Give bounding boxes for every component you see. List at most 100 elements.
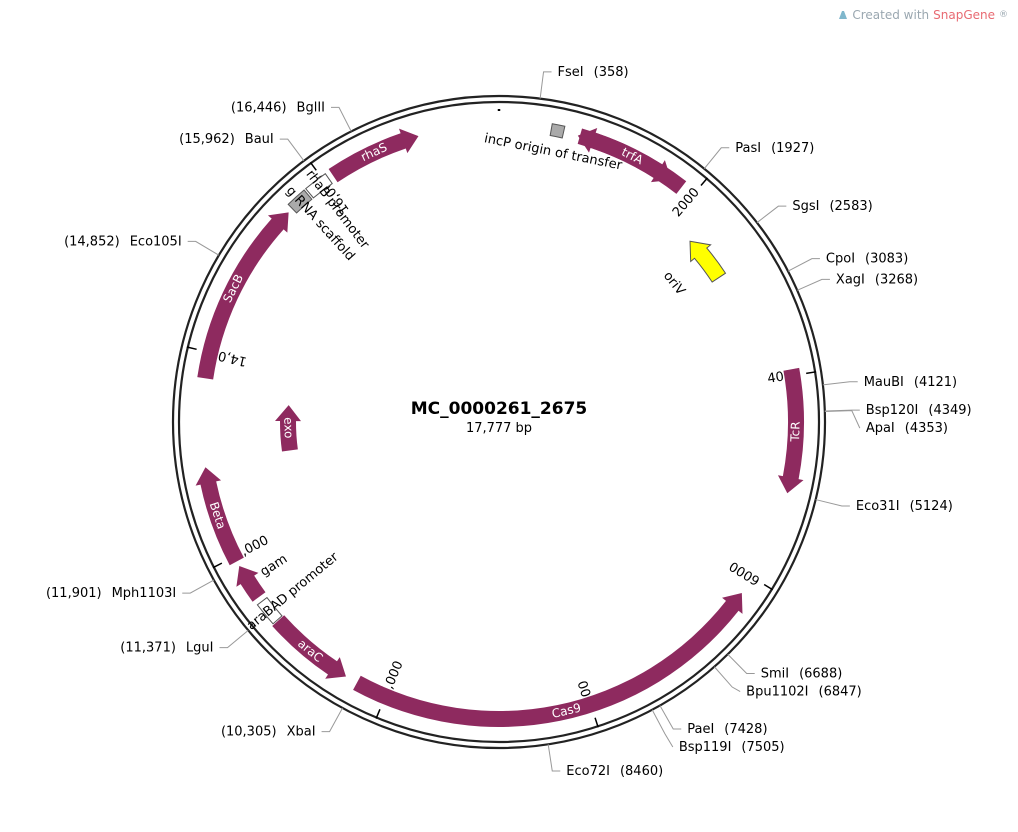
feature-arabad-promoter[interactable]: [256, 596, 283, 625]
site-cpoi[interactable]: CpoI (3083): [826, 252, 908, 267]
plasmid-length: 17,777 bp: [466, 421, 532, 436]
site-leader-line: [727, 653, 755, 675]
tick-mark: [309, 161, 317, 171]
feature-exo[interactable]: [275, 405, 302, 452]
site-leader-line: [815, 499, 850, 507]
site-position: (16,446): [231, 100, 287, 115]
tick-mark: [186, 346, 197, 351]
feature-g-rna-scaffold[interactable]: [287, 189, 313, 214]
site-paei[interactable]: PaeI(7428): [687, 722, 767, 737]
site-position: (15,962): [179, 132, 235, 147]
site-bpu1102i[interactable]: Bpu1102I (6847): [746, 685, 862, 700]
feature-arac[interactable]: [272, 615, 346, 679]
tick-mark: [594, 717, 599, 728]
site-name: MauBI: [864, 375, 904, 390]
site-position: (11,901): [46, 586, 102, 601]
site-position: (11,371): [120, 641, 176, 656]
site-maubi[interactable]: MauBI (4121): [864, 375, 957, 390]
site-eco72i[interactable]: Eco72I(8460): [566, 764, 663, 779]
site-position: (5124): [910, 499, 953, 514]
site-leader-line: [547, 744, 561, 772]
site-position: (7428): [724, 722, 767, 737]
site-position: (4349): [928, 403, 971, 418]
site-position: (3083): [865, 252, 908, 267]
site-position: (7505): [741, 740, 784, 755]
feature-cas9[interactable]: [353, 592, 743, 727]
site-leader-line: [797, 278, 830, 291]
site-position: (3268): [875, 272, 918, 287]
site-sgsi[interactable]: SgsI (2583): [792, 199, 872, 214]
site-position: (4121): [914, 375, 957, 390]
plasmid-backbone: [171, 94, 827, 750]
feature-incp-origin-of-transfer[interactable]: [549, 123, 566, 139]
watermark-brand: SnapGene: [933, 8, 995, 22]
site-mph1103i[interactable]: Mph1103I (11,901): [46, 586, 176, 601]
tick-mark: [375, 709, 381, 719]
site-leader-line: [330, 106, 352, 132]
feature-trfa[interactable]: [577, 127, 687, 194]
site-name: Eco105I: [130, 234, 182, 249]
site-name: PasI: [735, 141, 761, 156]
site-name: Bpu1102I: [746, 685, 808, 700]
site-leader-line: [279, 138, 305, 162]
site-position: (10,305): [221, 725, 277, 740]
site-name: Mph1103I: [112, 586, 177, 601]
site-position: (8460): [620, 764, 663, 779]
site-position: (6847): [819, 685, 862, 700]
watermark-prefix: Created with: [852, 8, 930, 22]
site-leader-line: [321, 707, 343, 733]
site-baui[interactable]: BauI(15,962): [179, 132, 274, 147]
site-leader-line: [756, 205, 787, 224]
site-xagi[interactable]: XagI (3268): [836, 272, 918, 287]
site-smii[interactable]: SmiI(6688): [761, 667, 843, 682]
site-eco105i[interactable]: Eco105I(14,852): [64, 234, 182, 249]
site-name: ApaI: [866, 421, 895, 436]
feature-sacb[interactable]: [197, 212, 289, 380]
site-bsp120i[interactable]: Bsp120I (4349): [866, 403, 972, 418]
feature-label-gam: gam: [258, 552, 290, 580]
site-position: (358): [594, 65, 629, 80]
feature-rhas[interactable]: [328, 128, 419, 183]
site-apai[interactable]: ApaI(4353): [866, 421, 948, 436]
backbone-inner-ring: [177, 100, 821, 744]
site-position: (2583): [829, 199, 872, 214]
feature-label-exo: exo: [281, 417, 296, 439]
site-name: SgsI: [792, 199, 819, 214]
site-name: SmiI: [761, 667, 789, 682]
watermark-reg: ®: [999, 10, 1008, 20]
feature-beta[interactable]: [195, 467, 244, 566]
site-leader-line: [187, 240, 220, 256]
tick-mark: [763, 583, 774, 591]
site-leader-line: [659, 705, 682, 730]
site-name: BglII: [297, 100, 325, 115]
site-leader-line: [703, 147, 730, 170]
feature-gam[interactable]: [236, 566, 266, 602]
site-leader-line: [713, 666, 741, 692]
tick-mark: [700, 177, 709, 187]
feature-label-cas9: Cas9: [550, 701, 582, 721]
site-pasi[interactable]: PasI (1927): [735, 141, 814, 156]
site-name: XagI: [836, 272, 865, 287]
site-leader-line: [824, 410, 861, 429]
site-xbai[interactable]: XbaI(10,305): [221, 725, 316, 740]
site-position: (1927): [771, 141, 814, 156]
site-lgui[interactable]: LguI (11,371): [120, 641, 213, 656]
site-name: Eco31I: [856, 499, 900, 514]
feature-label-tcr: TcR: [788, 421, 803, 443]
snapgene-watermark: Created with SnapGene ®: [838, 8, 1008, 22]
tick-mark: [806, 371, 817, 375]
site-name: CpoI: [826, 252, 855, 267]
site-name: Bsp120I: [866, 403, 919, 418]
site-bglii[interactable]: BglII (16,446): [231, 100, 325, 115]
feature-label-oriv: oriV: [660, 269, 688, 299]
site-fsei[interactable]: FseI(358): [558, 65, 629, 80]
site-eco31i[interactable]: Eco31I (5124): [856, 499, 953, 514]
site-name: LguI: [186, 641, 214, 656]
feature-tcr[interactable]: [777, 367, 804, 494]
feature-oriv[interactable]: [689, 240, 727, 283]
feature-rhab-promoter[interactable]: [305, 173, 333, 199]
site-leader-line: [182, 579, 215, 594]
backbone-outer-ring: [171, 94, 827, 750]
snapgene-logo-icon: [839, 11, 848, 19]
site-bsp119i[interactable]: Bsp119I(7505): [679, 740, 785, 755]
